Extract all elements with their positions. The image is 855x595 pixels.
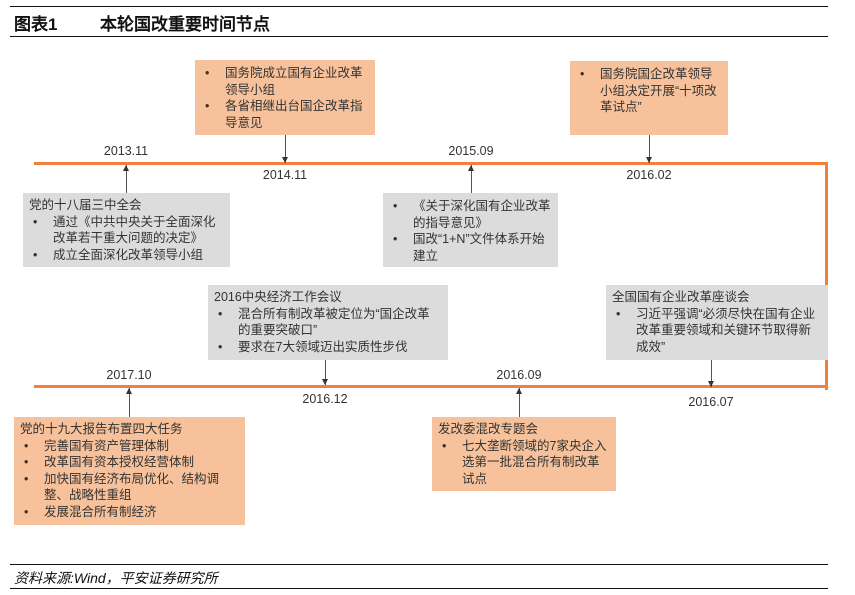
arrow-2013-11 xyxy=(123,165,129,193)
date-2017-10: 2017.10 xyxy=(106,368,152,382)
event-heading: 党的十八届三中全会 xyxy=(29,198,142,212)
timeline-turn xyxy=(825,162,828,390)
event-heading: 全国国有企业改革座谈会 xyxy=(612,290,750,304)
event-bullet: 国改“1+N”文件体系开始建立 xyxy=(389,231,552,264)
event-bullet: 通过《中共中央关于全面深化改革若干重大问题的决定》 xyxy=(29,214,224,247)
event-bullet: 改革国有资本授权经营体制 xyxy=(20,454,239,471)
date-2016-07: 2016.07 xyxy=(688,395,734,409)
event-heading: 党的十九大报告布置四大任务 xyxy=(20,422,183,436)
arrow-2016-09 xyxy=(516,388,522,417)
arrow-2015-09 xyxy=(468,165,474,193)
event-bullet: 国务院国企改革领导小组决定开展“十项改革试点” xyxy=(576,66,722,116)
event-box-2015-09: 《关于深化国有企业改革的指导意见》 国改“1+N”文件体系开始建立 xyxy=(383,193,558,267)
event-box-2016-12: 2016中央经济工作会议 混合所有制改革被定位为“国企改革的重要突破口” 要求在… xyxy=(208,285,448,360)
figure-title: 本轮国改重要时间节点 xyxy=(100,15,270,34)
event-box-2016-09: 发改委混改专题会 七大垄断领域的7家央企入选第一批混合所有制改革试点 xyxy=(432,417,616,491)
event-box-2014-11: 国务院成立国有企业改革领导小组 各省相继出台国企改革指导意见 xyxy=(195,60,375,135)
source-rule-bottom xyxy=(10,588,828,589)
source-rule-top xyxy=(10,564,828,565)
event-box-2016-02: 国务院国企改革领导小组决定开展“十项改革试点” xyxy=(570,61,728,135)
event-bullet: 各省相继出台国企改革指导意见 xyxy=(201,98,369,131)
arrow-2016-02 xyxy=(646,135,652,163)
source-note: 资料来源:Wind，平安证券研究所 xyxy=(14,570,218,586)
event-bullet: 习近平强调“必须尽快在国有企业改革重要领域和关键环节取得新成效” xyxy=(612,306,822,356)
arrow-2014-11 xyxy=(282,135,288,163)
event-bullet: 完善国有资产管理体制 xyxy=(20,438,239,455)
event-box-2016-07: 全国国有企业改革座谈会 习近平强调“必须尽快在国有企业改革重要领域和关键环节取得… xyxy=(606,285,828,360)
arrow-2016-12 xyxy=(322,360,328,385)
title-rule xyxy=(10,36,828,37)
event-bullet: 发展混合所有制经济 xyxy=(20,504,239,521)
date-2016-09: 2016.09 xyxy=(496,368,542,382)
event-bullet: 《关于深化国有企业改革的指导意见》 xyxy=(389,198,552,231)
event-heading: 发改委混改专题会 xyxy=(438,422,539,436)
event-box-2017-10: 党的十九大报告布置四大任务 完善国有资产管理体制 改革国有资本授权经营体制 加快… xyxy=(14,417,245,525)
event-bullet: 加快国有经济布局优化、结构调整、战略性重组 xyxy=(20,471,239,504)
date-2016-02: 2016.02 xyxy=(626,168,672,182)
timeline-lower xyxy=(34,385,828,388)
top-rule xyxy=(10,6,828,7)
event-box-2013-11: 党的十八届三中全会 通过《中共中央关于全面深化改革若干重大问题的决定》 成立全面… xyxy=(23,193,230,267)
timeline-upper xyxy=(34,162,828,165)
date-2015-09: 2015.09 xyxy=(448,144,494,158)
date-2013-11: 2013.11 xyxy=(103,144,149,158)
event-bullet: 七大垄断领域的7家央企入选第一批混合所有制改革试点 xyxy=(438,438,610,488)
arrow-2017-10 xyxy=(126,388,132,417)
event-bullet: 国务院成立国有企业改革领导小组 xyxy=(201,65,369,98)
event-bullet: 要求在7大领域迈出实质性步伐 xyxy=(214,339,442,356)
figure-label: 图表1 xyxy=(14,15,58,34)
event-heading: 2016中央经济工作会议 xyxy=(214,290,342,304)
date-2014-11: 2014.11 xyxy=(262,168,308,182)
date-2016-12: 2016.12 xyxy=(302,392,348,406)
event-bullet: 混合所有制改革被定位为“国企改革的重要突破口” xyxy=(214,306,442,339)
arrow-2016-07 xyxy=(708,360,714,387)
event-bullet: 成立全面深化改革领导小组 xyxy=(29,247,224,264)
